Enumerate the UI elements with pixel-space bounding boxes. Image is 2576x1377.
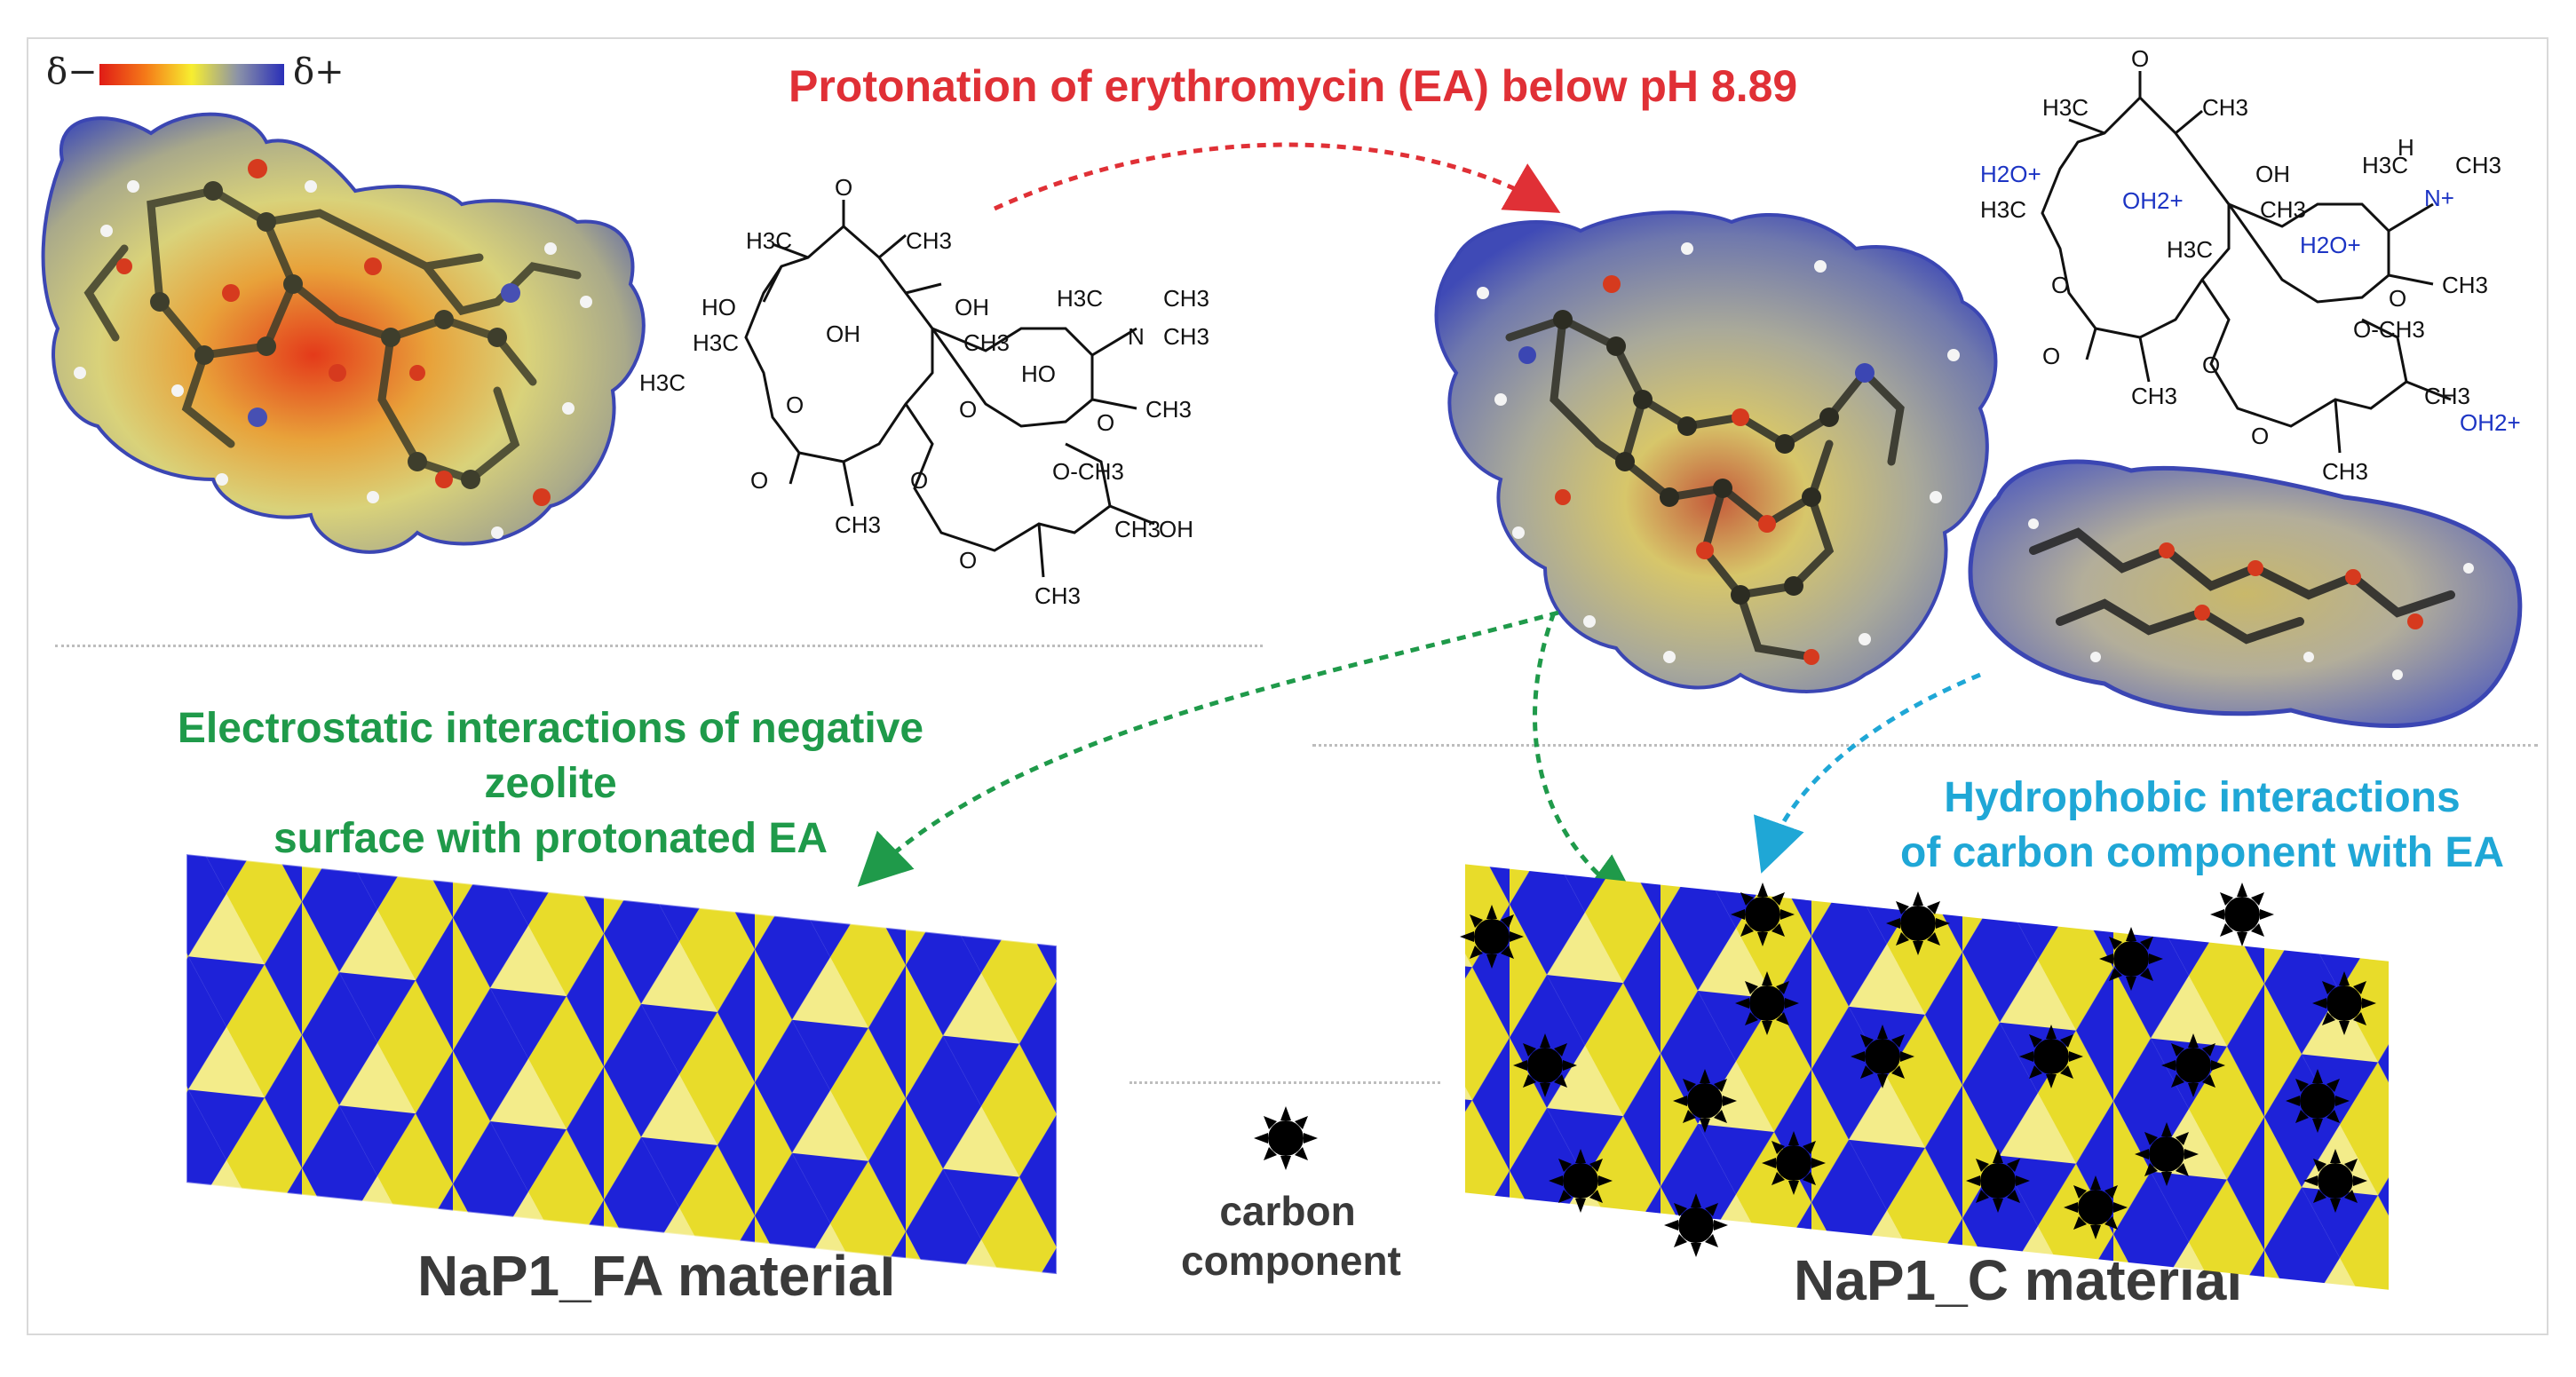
sp-label-13: H2O+ [2300, 232, 2361, 258]
sp-label-0: O [2131, 45, 2149, 72]
sn-label-23: O [959, 547, 977, 574]
esp-surface-side-view [1968, 459, 2523, 728]
electrostatic-title: Electrostatic interactions of negative z… [107, 701, 995, 867]
sn-label-16: O [959, 396, 977, 423]
sn-label-8: H3C [639, 369, 686, 396]
sn-label-20: O [910, 467, 928, 494]
sp-label-24: CH3 [2322, 458, 2368, 485]
carbon-legend-label: carbon component [1181, 1186, 1401, 1286]
sn-label-0: O [835, 174, 852, 201]
structure-neutral-labels: O H3C CH3 HO OH OH H3C CH3 H3C H3C CH3 N… [639, 174, 1209, 609]
sn-label-25: CH3 [1034, 582, 1081, 609]
structure-protonated [2041, 71, 2452, 454]
sp-label-12: H3C [2167, 236, 2213, 263]
sp-label-8: H3C [2362, 152, 2408, 178]
separator-bottom [1129, 1081, 1440, 1084]
sp-label-19: CH3 [2131, 383, 2177, 409]
sn-label-18: O [750, 467, 768, 494]
sp-label-10: CH3 [2455, 152, 2501, 178]
sn-label-6: H3C [693, 329, 739, 356]
sp-label-21: CH3 [2424, 383, 2470, 409]
hydrophobic-title-line2: of carbon component with EA [1900, 829, 2504, 876]
sp-label-16: O [2051, 272, 2069, 298]
sp-label-18: O [2202, 352, 2220, 378]
sp-label-14: O [2389, 285, 2406, 312]
sn-label-12: CH3 [1163, 323, 1209, 350]
sp-label-7: H [2398, 134, 2414, 161]
sn-label-15: CH3 [1145, 396, 1192, 423]
scale-pos-label: δ+ [293, 51, 345, 92]
sp-label-5: H3C [1980, 196, 2026, 223]
sn-label-14: O [1097, 409, 1114, 436]
structure-neutral [744, 200, 1155, 578]
sn-label-24: OH [1159, 516, 1193, 542]
sp-label-20: O-CH3 [2353, 316, 2425, 343]
sn-label-10: CH3 [1163, 285, 1209, 312]
esp-surface-neutral [41, 112, 646, 554]
sp-label-17: O [2042, 343, 2060, 369]
sn-label-7: CH3 [963, 329, 1010, 356]
sp-label-23: OH2+ [2460, 409, 2521, 436]
zeolite-nap1-c [1465, 864, 2389, 1290]
sn-label-9: H3C [1057, 285, 1103, 312]
sn-label-21: O-CH3 [1052, 458, 1124, 485]
sn-label-19: CH3 [835, 511, 881, 538]
sp-label-2: CH3 [2202, 94, 2248, 121]
hydrophobic-title: Hydrophobic interactions of carbon compo… [1891, 771, 2513, 881]
carbon-legend-line1: carbon [1219, 1188, 1356, 1234]
sp-label-6: OH [2255, 161, 2290, 187]
hydrophobic-title-line1: Hydrophobic interactions [1944, 774, 2461, 821]
carbon-legend-icon [1254, 1106, 1318, 1170]
esp-surface-protonated [1434, 210, 1998, 693]
figure-frame [27, 37, 2548, 1335]
sp-label-9: N+ [2424, 185, 2454, 211]
sn-label-17: O [786, 392, 804, 418]
separator-right [1312, 744, 2538, 747]
sp-label-4: OH2+ [2122, 187, 2184, 214]
sn-label-1: H3C [746, 227, 792, 254]
electrostatic-title-line2: surface with protonated EA [273, 815, 828, 862]
scale-neg-label: δ− [46, 51, 98, 92]
esp-color-scale [99, 64, 284, 85]
sn-label-3: HO [701, 294, 736, 321]
sn-label-4: OH [826, 321, 860, 347]
protonation-title: Protonation of erythromycin (EA) below p… [789, 61, 1798, 111]
sn-label-22: CH3 [1114, 516, 1161, 542]
sp-label-15: CH3 [2442, 272, 2488, 298]
protonation-arrow [993, 142, 1561, 213]
nap1-fa-label: NaP1_FA material [417, 1244, 896, 1308]
sp-label-1: H3C [2042, 94, 2089, 121]
electrostatic-arrow [857, 610, 1559, 887]
sp-label-3: H2O+ [1980, 161, 2041, 187]
electrostatic-arrow-right [1533, 612, 1640, 907]
sn-label-2: CH3 [906, 227, 952, 254]
structure-protonated-labels: O H3C CH3 H2O+ OH2+ H3C OH H H3C N+ CH3 … [1980, 45, 2521, 485]
sp-label-22: O [2251, 423, 2269, 449]
carbon-legend-line2: component [1181, 1238, 1401, 1284]
sn-label-11: N [1128, 323, 1145, 350]
sn-label-5: OH [955, 294, 989, 321]
hydrophobic-arrow [1754, 672, 1981, 874]
carbon-particle-icon [2210, 882, 2274, 946]
sn-label-13: HO [1021, 360, 1056, 387]
electrostatic-title-line1: Electrostatic interactions of negative z… [177, 705, 924, 807]
sp-label-11: CH3 [2260, 196, 2306, 223]
separator-left [55, 645, 1263, 647]
zeolite-nap1-fa [186, 852, 1058, 1276]
